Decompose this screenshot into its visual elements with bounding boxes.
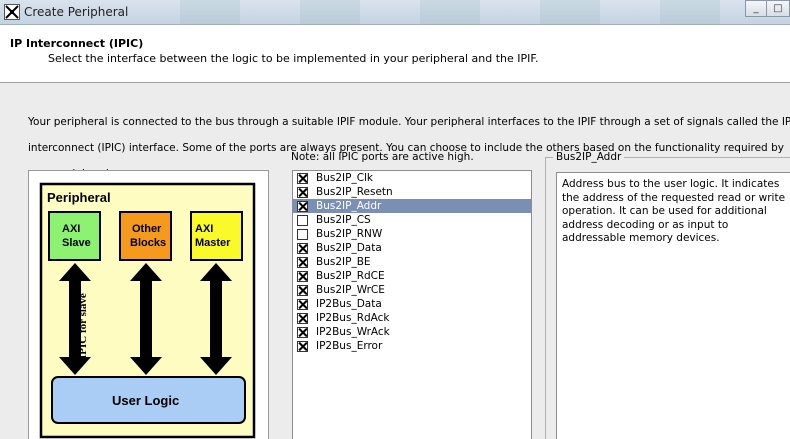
port-row[interactable]: IP2Bus_Error [293, 339, 531, 353]
intro-line-2: interconnect (IPIC) interface. Some of t… [28, 142, 784, 154]
page-subtitle: Select the interface between the logic t… [48, 52, 539, 65]
port-label: IP2Bus_WrAck [316, 326, 390, 338]
port-label: Bus2IP_BE [316, 256, 371, 268]
window-title: Create Peripheral [24, 5, 129, 19]
port-description-title: Bus2IP_Addr [553, 151, 625, 163]
port-label: Bus2IP_Addr [316, 200, 382, 212]
port-row[interactable]: Bus2IP_RNW [293, 227, 531, 241]
intro-line-1: Your peripheral is connected to the bus … [28, 116, 790, 128]
port-checkbox[interactable] [297, 242, 308, 254]
port-row[interactable]: Bus2IP_Clk [293, 171, 531, 185]
intro-text: Your peripheral is connected to the bus … [28, 103, 790, 194]
port-row[interactable]: IP2Bus_WrAck [293, 325, 531, 339]
port-checkbox[interactable] [297, 186, 308, 198]
port-row[interactable]: Bus2IP_Resetn [293, 185, 531, 199]
minimize-button[interactable]: _ [745, 0, 767, 17]
port-label: Bus2IP_WrCE [316, 284, 385, 296]
port-label: Bus2IP_RNW [316, 228, 383, 240]
axi-master-label-1: AXI [195, 223, 213, 235]
other-blocks-block [119, 211, 172, 261]
ports-note: Note: all IPIC ports are active high. [291, 151, 474, 163]
axi-slave-label-1: AXI [62, 223, 80, 235]
ipic-others-label: IPIC for others [142, 288, 154, 361]
port-label: IP2Bus_Data [316, 298, 382, 310]
background-window-ghost [180, 0, 720, 25]
ipic-diagram: Peripheral AXI Slave Other Blocks AXI Ma… [28, 170, 269, 439]
port-label: Bus2IP_Clk [316, 172, 374, 184]
port-row[interactable]: Bus2IP_Addr [293, 199, 531, 213]
port-label: Bus2IP_RdCE [316, 270, 385, 282]
port-row[interactable]: Bus2IP_WrCE [293, 283, 531, 297]
port-description-line: the address of the requested read or wri… [562, 191, 786, 204]
port-description-line: Address bus to the user logic. It indica… [562, 178, 780, 190]
port-label: Bus2IP_Resetn [316, 186, 393, 198]
port-description-group [545, 157, 790, 439]
port-checkbox[interactable] [297, 340, 308, 352]
port-description-box: Address bus to the user logic. It indica… [556, 172, 790, 439]
ipic-slave-label: IPIC for slave [77, 293, 89, 359]
port-checkbox[interactable] [297, 270, 308, 282]
port-description-line: address decoding or as input to [562, 218, 729, 231]
port-label: IP2Bus_RdAck [316, 312, 390, 324]
port-description-line: operation. It can be used for additional [562, 205, 767, 217]
port-description-line: addressable memory devices. [562, 232, 720, 244]
port-checkbox[interactable] [297, 200, 308, 212]
port-checkbox[interactable] [297, 228, 308, 240]
wizard-header: IP Interconnect (IPIC) Select the interf… [0, 25, 790, 83]
ipic-slave-arrow [59, 263, 91, 375]
port-row[interactable]: Bus2IP_Data [293, 241, 531, 255]
port-label: Bus2IP_Data [316, 242, 382, 254]
maximize-button[interactable]: □ [766, 0, 790, 17]
port-checkbox[interactable] [297, 298, 308, 310]
port-row[interactable]: Bus2IP_CS [293, 213, 531, 227]
page-title: IP Interconnect (IPIC) [10, 37, 144, 50]
port-row[interactable]: Bus2IP_BE [293, 255, 531, 269]
other-blocks-label-1: Other [132, 223, 162, 235]
port-checkbox[interactable] [297, 172, 308, 184]
port-checkbox[interactable] [297, 312, 308, 324]
port-checkbox[interactable] [297, 326, 308, 338]
port-row[interactable]: Bus2IP_RdCE [293, 269, 531, 283]
ipic-master-arrow [200, 263, 232, 375]
other-blocks-label-2: Blocks [130, 237, 166, 249]
axi-master-block [190, 211, 243, 261]
app-icon [4, 4, 20, 20]
user-logic-label: User Logic [112, 393, 179, 408]
peripheral-label: Peripheral [47, 190, 111, 205]
port-row[interactable]: IP2Bus_Data [293, 297, 531, 311]
axi-slave-label-2: Slave [62, 237, 91, 249]
port-checkbox[interactable] [297, 214, 308, 226]
port-label: Bus2IP_CS [316, 214, 371, 226]
ipic-others-arrow [130, 263, 162, 375]
port-row[interactable]: IP2Bus_RdAck [293, 311, 531, 325]
port-checkbox[interactable] [297, 256, 308, 268]
port-label: IP2Bus_Error [316, 340, 383, 352]
ipic-master-label: IPIC for master [212, 288, 224, 363]
axi-slave-block [48, 211, 101, 261]
title-bar: Create Peripheral _ □ [0, 0, 790, 25]
window-controls: _ □ [745, 0, 790, 18]
user-logic-block [51, 376, 246, 424]
port-checkbox[interactable] [297, 284, 308, 296]
axi-master-label-2: Master [195, 237, 231, 249]
